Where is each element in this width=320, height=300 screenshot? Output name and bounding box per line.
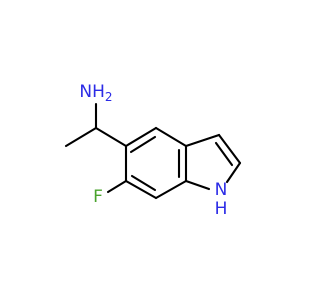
structure-canvas: NH2 F N H bbox=[64, 82, 242, 219]
bond-c5-c4 bbox=[124, 126, 158, 148]
bond-methyl bbox=[64, 126, 98, 148]
bond-c2-n1 bbox=[225, 161, 242, 184]
atom-nh2: NH2 bbox=[79, 82, 112, 104]
bond-c3a-c3 bbox=[184, 133, 221, 148]
bond-c3-c2-inner bbox=[214, 141, 234, 167]
bond-c4-c3a bbox=[154, 126, 188, 148]
bond-c-ring bbox=[94, 126, 128, 148]
atom-label-nh2: NH2 bbox=[79, 82, 112, 104]
atom-nh-indole: N H bbox=[215, 180, 228, 219]
bond-c7-c6 bbox=[124, 179, 158, 200]
atom-f: F bbox=[93, 187, 103, 207]
molecule-drawing: NH2 F N H bbox=[64, 82, 242, 219]
bonds bbox=[64, 102, 242, 200]
bond-c3-c2 bbox=[217, 133, 242, 165]
bond-c7-c6-inner bbox=[130, 174, 157, 192]
atom-label-f: F bbox=[93, 187, 103, 207]
bond-c6-f bbox=[106, 179, 128, 194]
bond-n1-c7a bbox=[184, 179, 211, 191]
atom-label-h: H bbox=[215, 199, 228, 219]
atom-label-n: N bbox=[215, 180, 228, 200]
bond-c7a-c7 bbox=[154, 179, 188, 200]
bond-c5-c4-inner bbox=[129, 135, 157, 154]
